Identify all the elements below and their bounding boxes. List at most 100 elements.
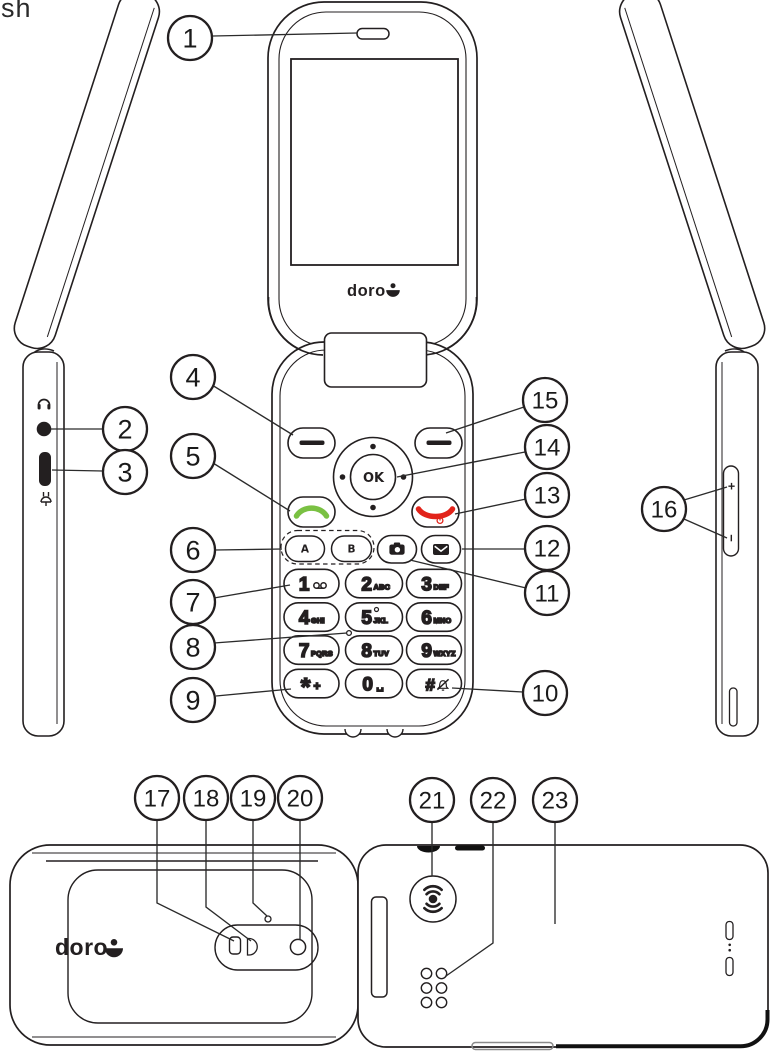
speed-dial-group	[280, 529, 375, 565]
callout-number: 16	[651, 497, 678, 524]
callout-6: 6	[169, 526, 217, 574]
callout-16: 16	[640, 485, 688, 533]
end-call-key	[411, 496, 460, 528]
svg-text:#: #	[426, 675, 436, 694]
callout-11: 11	[523, 569, 571, 617]
assistance-button	[409, 875, 457, 923]
camera-flash	[228, 936, 242, 955]
svg-text:GHI: GHI	[311, 616, 325, 625]
svg-text:5: 5	[361, 608, 372, 629]
doro-logo-front: doro	[347, 282, 386, 300]
callout-line-11	[409, 559, 527, 589]
svg-text:4: 4	[299, 608, 310, 629]
callout-line-9	[215, 688, 292, 697]
camera-icon	[389, 542, 405, 555]
mute-icon	[436, 678, 450, 691]
usb-port	[39, 452, 51, 486]
callout-12: 12	[523, 524, 571, 572]
callout-15: 15	[521, 376, 569, 424]
svg-text:MNO: MNO	[434, 616, 452, 625]
body-back-outline	[357, 844, 769, 1048]
callout-number: 17	[144, 786, 171, 813]
svg-text:WXYZ: WXYZ	[434, 649, 457, 658]
battery-latch	[370, 896, 388, 998]
svg-text:1: 1	[299, 574, 310, 595]
external-indicator	[289, 938, 307, 956]
headset-icon	[37, 398, 51, 410]
bottom-connector	[471, 1041, 554, 1051]
key-0: 0␣	[344, 668, 404, 699]
callout-22: 22	[469, 776, 517, 824]
svg-text:3: 3	[421, 574, 432, 595]
svg-text:TUV: TUV	[374, 649, 390, 658]
end-call-key-icon	[415, 506, 456, 520]
callout-number: 13	[534, 483, 561, 510]
right-side-lid	[618, 0, 766, 350]
edge-shading	[556, 1010, 770, 1049]
camera-lens	[246, 937, 258, 956]
callout-line-14	[396, 451, 526, 478]
hinge	[323, 332, 428, 388]
left-side-view	[13, 0, 161, 737]
callout-line-17	[156, 820, 235, 942]
svg-text:␣: ␣	[377, 681, 384, 692]
callout-line-13	[454, 498, 527, 515]
callout-23: 23	[531, 776, 579, 824]
bottom-notch-left	[344, 728, 362, 738]
earpiece	[356, 27, 390, 40]
callout-line-4	[211, 384, 294, 436]
callout-line-10	[451, 687, 524, 693]
nav-ring	[332, 436, 414, 518]
call-key-icon	[293, 505, 330, 519]
callout-line-16b	[683, 518, 728, 539]
speed-dial-key-a	[284, 535, 326, 563]
callout-8: 8	[169, 623, 217, 671]
callout-7: 7	[169, 578, 217, 626]
svg-text:ABC: ABC	[374, 583, 391, 592]
tactile-dot	[373, 606, 380, 613]
front-view: doro OK A B	[267, 1, 478, 738]
callout-line-3	[51, 469, 104, 472]
left-soft-key	[287, 427, 336, 459]
display	[290, 58, 459, 266]
bottom-notch-right	[386, 728, 404, 738]
callout-13: 13	[523, 471, 571, 519]
callout-number: 19	[240, 786, 267, 813]
callout-2: 2	[101, 405, 149, 453]
right-soft-key	[414, 427, 463, 459]
lid-back-panel	[67, 869, 313, 1024]
left-side-lid	[13, 0, 161, 350]
callout-line-6	[214, 548, 283, 551]
callout-5: 5	[169, 432, 217, 480]
svg-text:6: 6	[421, 608, 432, 629]
callout-1: 1	[166, 14, 214, 62]
callout-number: 9	[185, 686, 200, 716]
callout-10: 10	[521, 669, 569, 717]
hinge-cam	[417, 846, 440, 853]
callout-number: 7	[185, 588, 200, 618]
svg-text:*: *	[301, 674, 311, 702]
back-body-view	[357, 844, 770, 1051]
callout-number: 1	[182, 24, 197, 54]
doro-logo-icon-back	[105, 939, 123, 958]
svg-text:9: 9	[421, 641, 432, 662]
svg-text:PQRS: PQRS	[311, 649, 333, 658]
right-side-view: + −	[618, 0, 766, 737]
callout-line-15	[445, 406, 525, 434]
assistance-icon	[423, 884, 443, 914]
back-lid-view: doro	[9, 844, 359, 1046]
svg-text:7: 7	[299, 641, 310, 662]
callout-number: 5	[185, 442, 200, 472]
callout-number: 21	[419, 788, 446, 815]
callout-number: 6	[185, 536, 200, 566]
callout-number: 10	[532, 681, 559, 708]
callout-14: 14	[523, 423, 571, 471]
key-star: *+	[283, 668, 340, 702]
page-header-fragment: sh	[1, 0, 32, 23]
